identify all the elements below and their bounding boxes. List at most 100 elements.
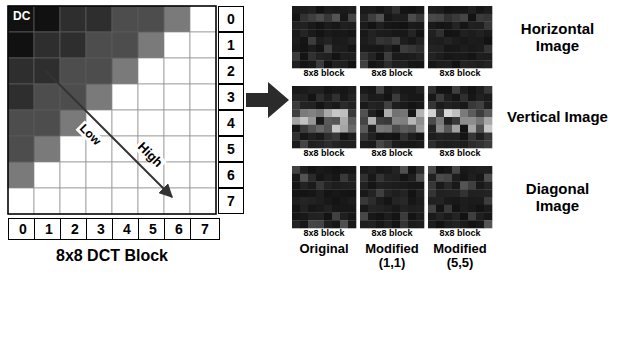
pixel (452, 22, 460, 30)
pixel (292, 86, 300, 94)
pixel (368, 45, 376, 53)
pixel (476, 14, 484, 22)
pixel (436, 174, 444, 182)
pixel (316, 182, 324, 190)
pixel (332, 189, 340, 197)
dct-cell (34, 110, 60, 136)
pixel (332, 140, 340, 148)
pixel (416, 94, 424, 102)
pixel (384, 86, 392, 94)
pixel (444, 22, 452, 30)
pixel (332, 102, 340, 110)
pixel (476, 94, 484, 102)
pixel (428, 197, 436, 205)
pixel (360, 140, 368, 148)
pixel (400, 45, 408, 53)
pixel (452, 60, 460, 68)
pixel (436, 117, 444, 125)
pixel (332, 117, 340, 125)
pixel (348, 45, 356, 53)
pixel (408, 86, 416, 94)
pixel (476, 205, 484, 213)
pixel (348, 22, 356, 30)
pixel (368, 29, 376, 37)
pixel (392, 94, 400, 102)
pixel (484, 117, 492, 125)
pixel (416, 29, 424, 37)
pixel (384, 189, 392, 197)
pixel (316, 117, 324, 125)
pixel (332, 166, 340, 174)
pixel (484, 109, 492, 117)
pixel (484, 45, 492, 53)
pixel (384, 109, 392, 117)
pixel (368, 94, 376, 102)
pixel (452, 37, 460, 45)
pixel (324, 213, 332, 221)
pixel (340, 197, 348, 205)
pixel (460, 125, 468, 133)
pixel (436, 166, 444, 174)
pixel (428, 29, 436, 37)
pixel (368, 117, 376, 125)
pixel (460, 133, 468, 141)
pixel (400, 213, 408, 221)
pixel (400, 102, 408, 110)
pixel (400, 125, 408, 133)
pixel (460, 45, 468, 53)
pixel (436, 109, 444, 117)
index-number: 6 (219, 168, 243, 182)
pixel (460, 117, 468, 125)
pixel (332, 182, 340, 190)
dct-cell (164, 110, 190, 136)
row-index-box: 2 (218, 58, 244, 84)
pixel (376, 94, 384, 102)
pixel (468, 197, 476, 205)
row-label: Horizontal Image (505, 21, 610, 54)
dct-block: DCLowHigh8x8 DCT Block (8, 6, 216, 214)
pixel (340, 60, 348, 68)
pixel (452, 29, 460, 37)
pixel (332, 86, 340, 94)
pixel (476, 6, 484, 14)
dct-cell (190, 84, 216, 110)
pixel (348, 197, 356, 205)
pixel (376, 125, 384, 133)
pixel (476, 53, 484, 61)
dct-cell (86, 188, 112, 214)
pixel (416, 37, 424, 45)
dct-cell (34, 162, 60, 188)
pixel (436, 189, 444, 197)
pixel (308, 189, 316, 197)
pixel (324, 94, 332, 102)
pixel (444, 45, 452, 53)
pixel (376, 22, 384, 30)
pixel (428, 189, 436, 197)
pixel (300, 94, 308, 102)
pixel (392, 60, 400, 68)
pixel (368, 125, 376, 133)
pixel (300, 213, 308, 221)
pixel (332, 213, 340, 221)
pixel (400, 140, 408, 148)
pixel (376, 86, 384, 94)
pixel (384, 213, 392, 221)
pixel (384, 197, 392, 205)
pixel (360, 29, 368, 37)
pixel (340, 29, 348, 37)
pixel (316, 166, 324, 174)
frequency-arrow (45, 70, 172, 197)
pixel (416, 109, 424, 117)
index-number: 1 (35, 222, 63, 236)
pixel (468, 109, 476, 117)
pixel (392, 189, 400, 197)
pixel (484, 53, 492, 61)
pixel (324, 6, 332, 14)
dct-cell (164, 6, 190, 32)
pixel (348, 182, 356, 190)
pixel (444, 86, 452, 94)
pixel (308, 125, 316, 133)
pixel (360, 109, 368, 117)
pixel (392, 6, 400, 14)
pixel (308, 14, 316, 22)
